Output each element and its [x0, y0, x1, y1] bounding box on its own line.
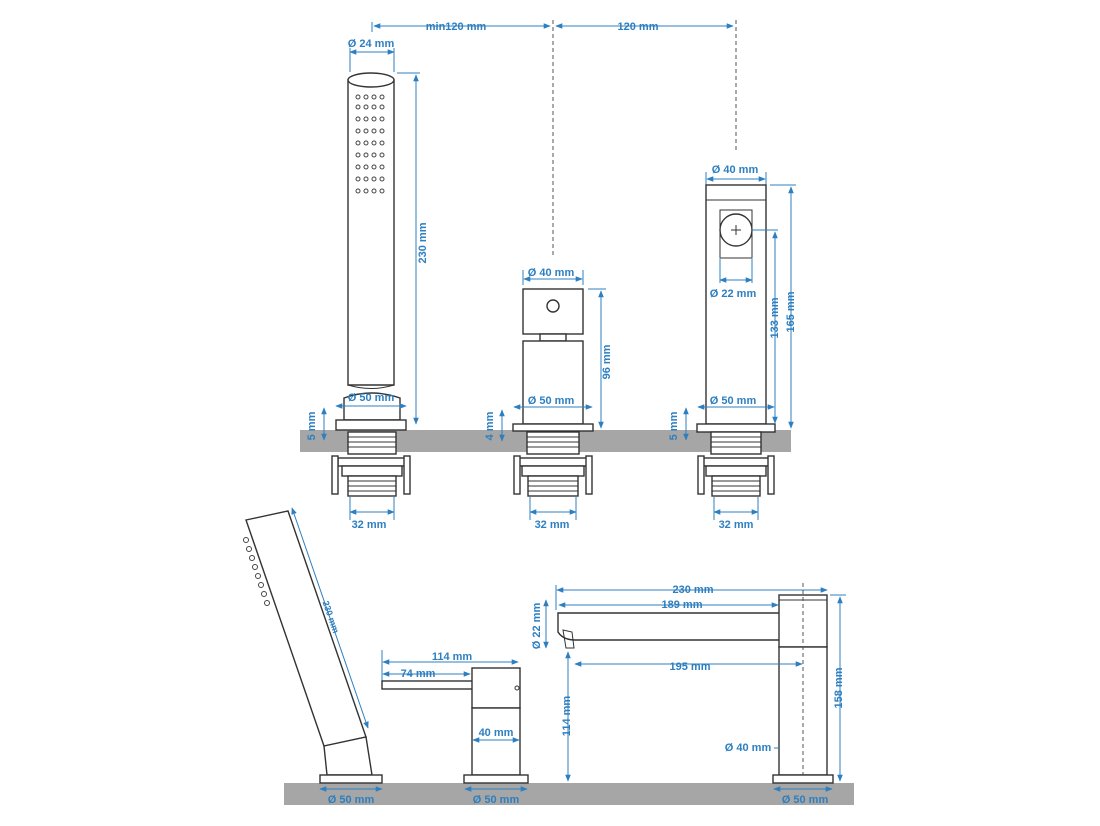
label-side-mixer-114: 114 mm: [432, 651, 473, 663]
label-spout-thread: 32 mm: [719, 519, 754, 531]
label-side-spout-158: 158 mm: [833, 667, 845, 708]
hand-shower-side: 230 mm Ø 50 mm: [243, 507, 383, 806]
label-side-mixer-40: 40 mm: [479, 727, 514, 739]
label-side-mixer-base: Ø 50 mm: [473, 794, 520, 806]
label-side-spout-22: Ø 22 mm: [531, 603, 543, 650]
label-mixer-plinth: 4 mm: [484, 411, 496, 440]
label-side-hand-base: Ø 50 mm: [328, 794, 375, 806]
label-spout-dia: Ø 40 mm: [712, 164, 759, 176]
label-side-spout-40: Ø 40 mm: [725, 742, 772, 754]
label-shower-thread: 32 mm: [352, 519, 387, 531]
label-side-spout-230: 230 mm: [673, 584, 714, 596]
label-side-mixer-74: 74 mm: [401, 668, 436, 680]
label-side-spout-base: Ø 50 mm: [782, 794, 829, 806]
label-spout-outlet: Ø 22 mm: [710, 288, 757, 300]
label-side-spout-189: 189 mm: [662, 599, 703, 611]
mixer-side: 114 mm 74 mm 40 mm Ø 50 mm: [381, 650, 529, 806]
hand-shower-front: Ø 24 mm 230 mm Ø 50 mm 5 mm: [306, 38, 429, 531]
label-spout-133: 133 mm: [769, 297, 781, 338]
deck-bottom: [284, 783, 854, 805]
label-mixer-height: 96 mm: [601, 344, 613, 379]
mixer-front: Ø 40 mm 96 mm Ø 50 mm 4 mm 32 mm: [484, 267, 613, 531]
label-spout-base: Ø 50 mm: [710, 395, 757, 407]
label-shower-len: 230 mm: [417, 222, 429, 263]
label-spout-165: 165 mm: [785, 291, 797, 332]
label-mixer-dia: Ø 40 mm: [528, 267, 575, 279]
spout-front: Ø 40 mm Ø 22 mm 133 mm 165 mm Ø 50 mm 5 …: [668, 164, 797, 531]
spout-side: 230 mm 189 mm 195 mm Ø 22 mm 114 mm 158 …: [531, 583, 846, 806]
label-shower-plinth: 5 mm: [306, 411, 318, 440]
label-min120: min120 mm: [426, 21, 487, 33]
label-side-spout-195: 195 mm: [670, 661, 711, 673]
side-spray-holes: [243, 537, 270, 606]
spray-holes: [355, 94, 385, 194]
label-mixer-thread: 32 mm: [535, 519, 570, 531]
label-mixer-base: Ø 50 mm: [528, 395, 575, 407]
label-spacing120: 120 mm: [618, 21, 659, 33]
label-shower-base: Ø 50 mm: [348, 392, 395, 404]
label-shower-dia: Ø 24 mm: [348, 38, 395, 50]
label-spout-plinth: 5 mm: [668, 411, 680, 440]
label-side-spout-114: 114 mm: [561, 696, 573, 737]
